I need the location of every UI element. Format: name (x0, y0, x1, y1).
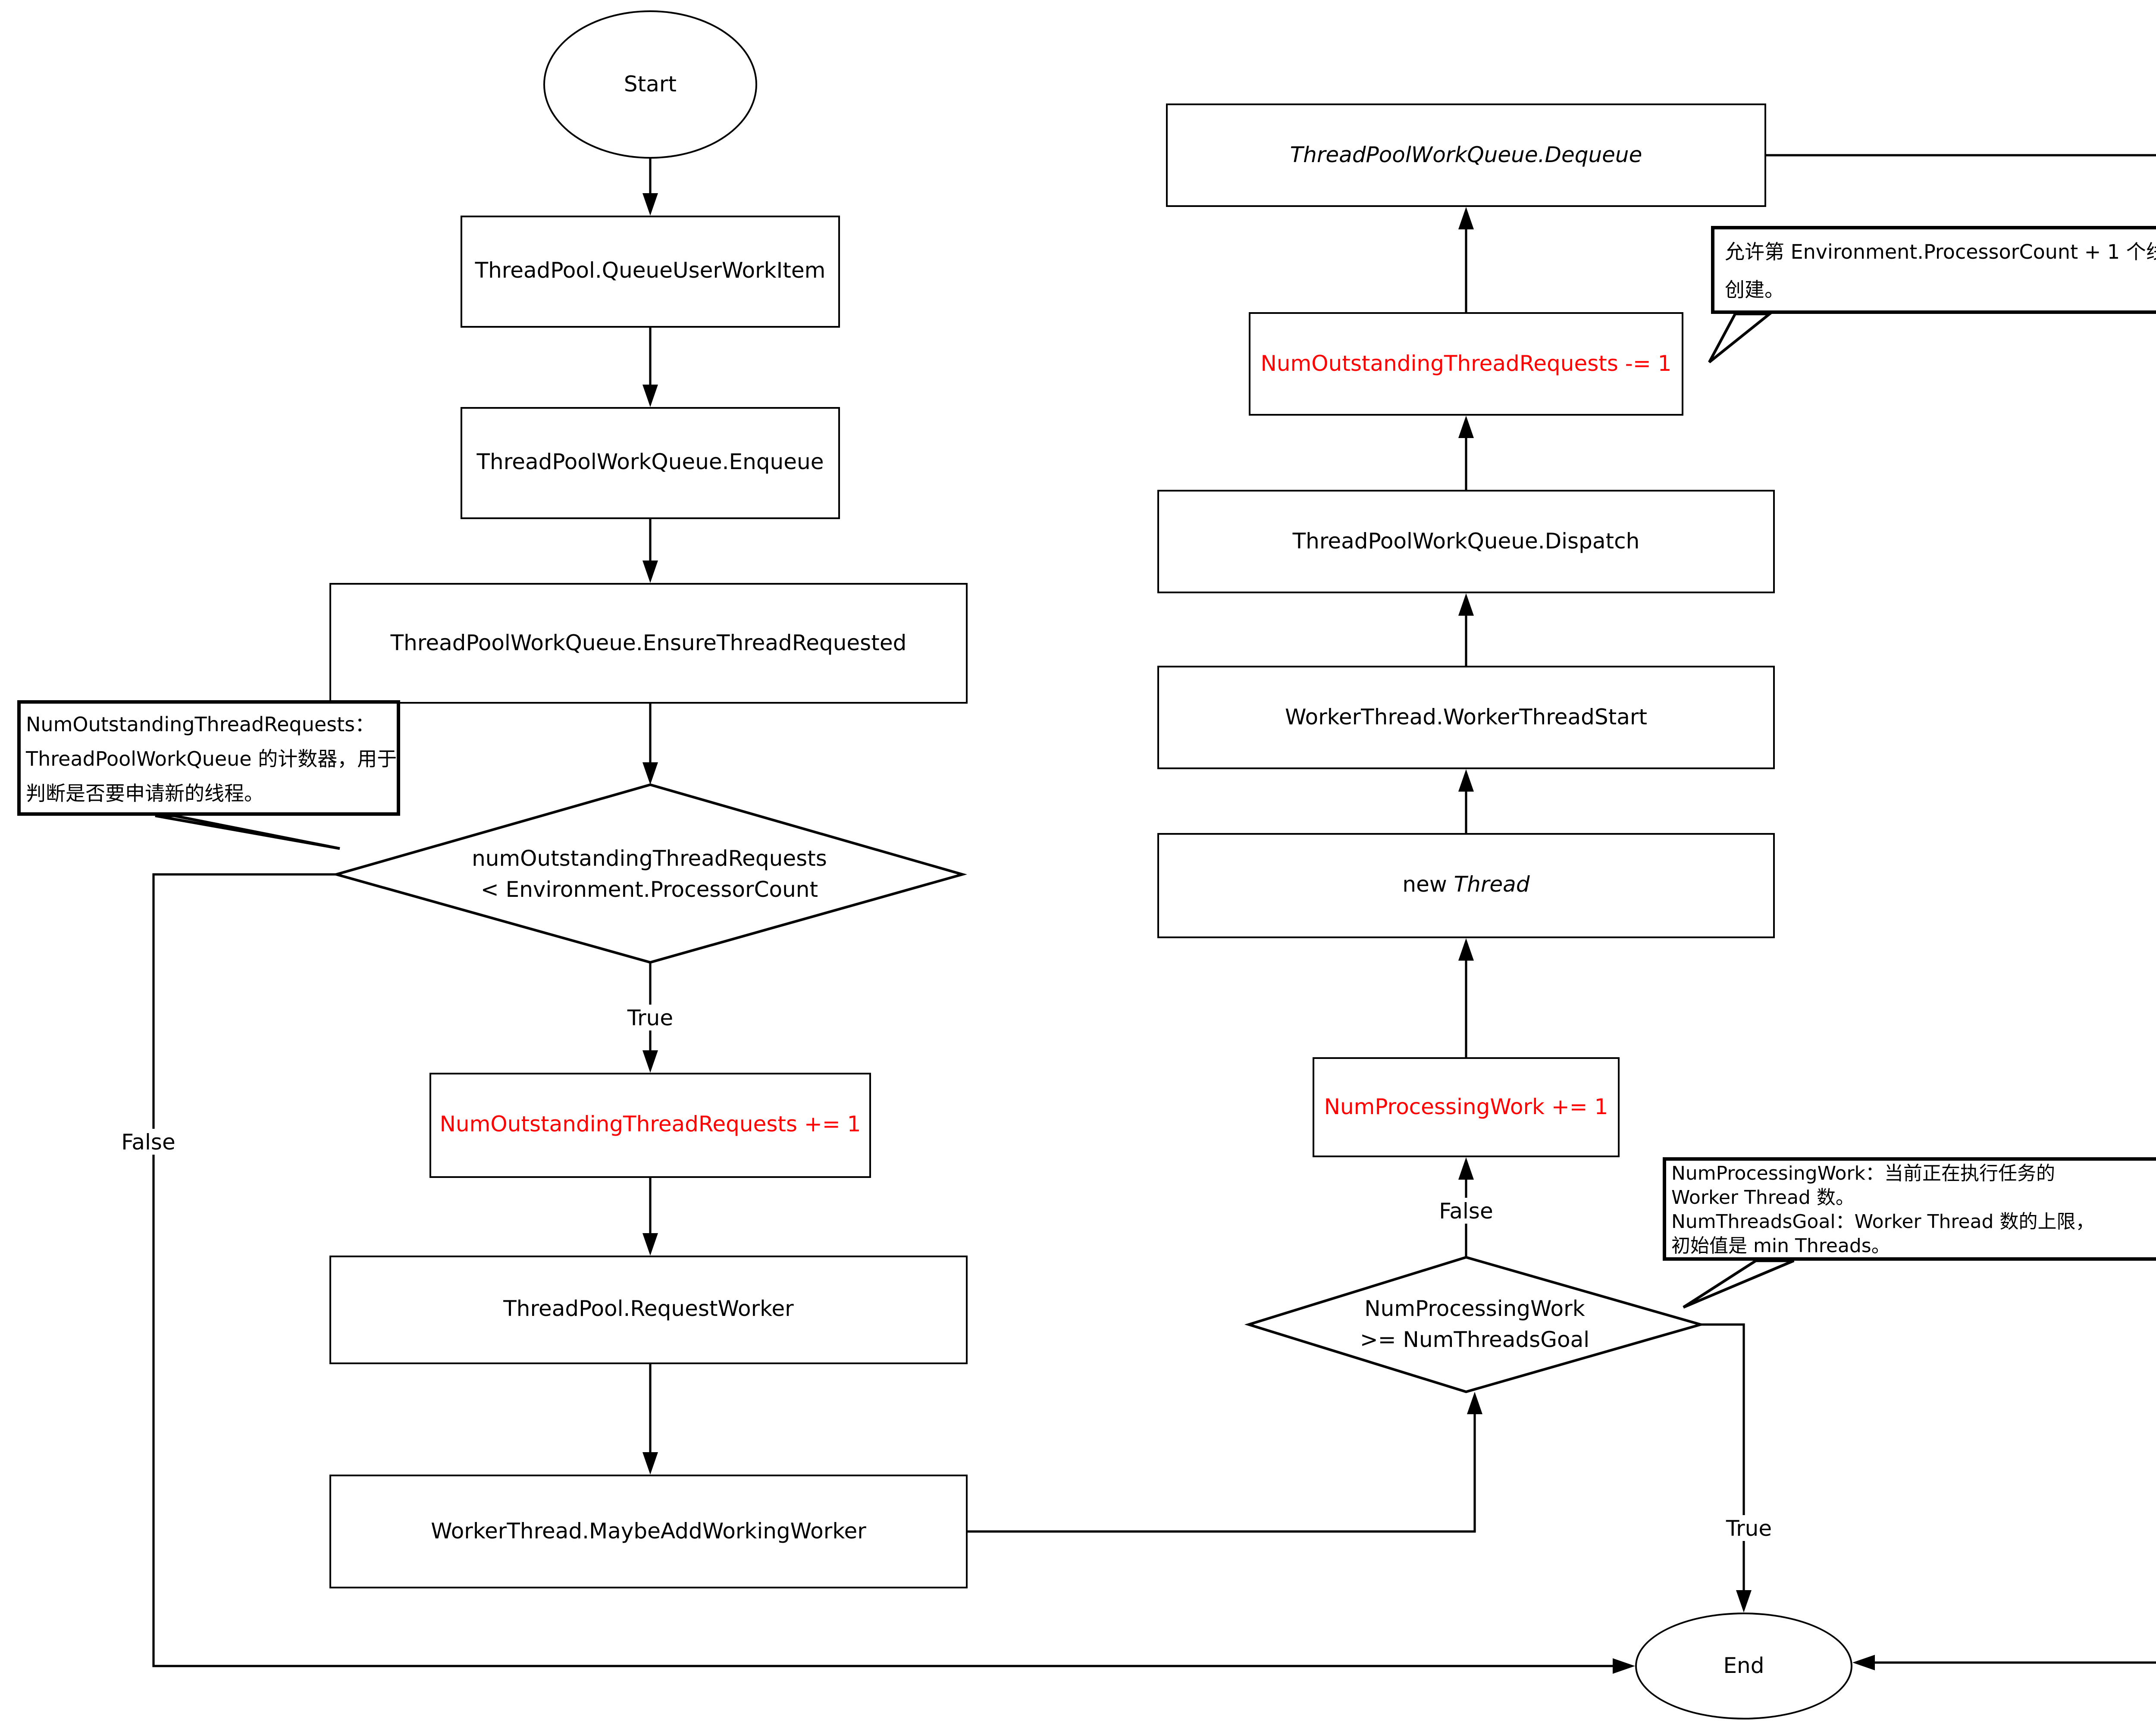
callout-tail-processor-count (1708, 312, 1774, 363)
edge-label-false-right: False (1435, 1198, 1497, 1224)
edge-decision-processing-true-to-end (1701, 1323, 1752, 1613)
node-worker-thread-start-label: WorkerThread.WorkerThreadStart (1285, 703, 1647, 730)
node-enqueue-label: ThreadPoolWorkQueue.Enqueue (476, 449, 824, 475)
node-ensure-thread-requested: ThreadPoolWorkQueue.EnsureThreadRequeste… (329, 583, 968, 704)
node-ensure-thread-requested-label: ThreadPoolWorkQueue.EnsureThreadRequeste… (390, 629, 907, 655)
node-decrement-outstanding: NumOutstandingThreadRequests -= 1 (1249, 312, 1683, 416)
decision-outstanding-line1: numOutstandingThreadRequests (472, 844, 827, 870)
node-increment-processing-label: NumProcessingWork += 1 (1324, 1093, 1608, 1119)
callout-processing-line3: NumThreadsGoal：Worker Thread 数的上限， (1671, 1211, 2095, 1233)
node-increment-outstanding-label: NumOutstandingThreadRequests += 1 (439, 1111, 861, 1137)
decision-outstanding-diamond (331, 783, 967, 964)
edge-maybeadd-to-decision-processing (968, 1392, 1482, 1533)
callout-outstanding-note: NumOutstandingThreadRequests： ThreadPool… (17, 700, 400, 816)
callout-outstanding-line2: ThreadPoolWorkQueue 的计数器，用于 (26, 747, 397, 771)
node-increment-outstanding: NumOutstandingThreadRequests += 1 (429, 1073, 871, 1178)
edge-requestworker-to-maybeadd (642, 1364, 658, 1475)
edge-incprocessing-to-newthread (1458, 938, 1474, 1057)
callout-processor-count-note: 允许第 Environment.ProcessorCount + 1 个线程的 … (1711, 226, 2156, 314)
edge-label-true-right: True (1722, 1515, 1776, 1541)
decision-outstanding-line2: < Environment.ProcessorCount (480, 875, 818, 901)
node-dequeue-label: ThreadPoolWorkQueue.Dequeue (1290, 141, 1642, 167)
edge-label-false-left: False (118, 1129, 179, 1155)
callout-outstanding-line3: 判断是否要申请新的线程。 (26, 781, 264, 805)
decision-processing-text: NumProcessingWork >= NumThreadsGoal (1249, 1257, 1701, 1392)
edge-ensure-to-decision (642, 704, 658, 785)
decision-processing-diamond (1244, 1256, 1705, 1394)
callout-processor-count-line2: 创建。 (1725, 278, 1784, 302)
edge-decision-false-to-end (152, 873, 1635, 1674)
node-start-label: Start (624, 70, 677, 97)
decision-processing-line1: NumProcessingWork (1364, 1295, 1585, 1321)
edge-newthread-to-workerthreadstart (1458, 769, 1474, 833)
edge-increment-to-requestworker (642, 1178, 658, 1256)
node-new-thread-label-keyword: new (1402, 871, 1454, 898)
callout-processing-line4: 初始值是 min Threads。 (1671, 1235, 1890, 1257)
node-dispatch-label: ThreadPoolWorkQueue.Dispatch (1292, 527, 1640, 554)
callout-processing-line2: Worker Thread 数。 (1671, 1187, 1855, 1209)
edge-queueuserworkitem-to-enqueue (642, 328, 658, 407)
edge-enqueue-to-ensure (642, 519, 658, 583)
edge-workerthreadstart-to-dispatch (1458, 593, 1474, 666)
node-new-thread-label-class: Thread (1454, 871, 1530, 898)
decision-processing-line2: >= NumThreadsGoal (1360, 1326, 1590, 1352)
callout-tail-outstanding (155, 814, 340, 850)
edge-dispatch-to-decrement (1458, 416, 1474, 490)
decision-outstanding-text: numOutstandingThreadRequests < Environme… (336, 785, 962, 962)
node-queue-user-work-item: ThreadPool.QueueUserWorkItem (461, 216, 840, 328)
node-request-worker: ThreadPool.RequestWorker (329, 1256, 968, 1364)
edge-decrement-to-dequeue (1458, 207, 1474, 312)
node-dequeue: ThreadPoolWorkQueue.Dequeue (1166, 103, 1766, 207)
callout-outstanding-line1: NumOutstandingThreadRequests： (26, 712, 375, 736)
node-increment-processing: NumProcessingWork += 1 (1313, 1057, 1620, 1157)
node-worker-thread-start: WorkerThread.WorkerThreadStart (1157, 666, 1775, 769)
node-maybe-add-working-worker: WorkerThread.MaybeAddWorkingWorker (329, 1475, 968, 1588)
node-new-thread: new Thread (1157, 833, 1775, 938)
callout-processing-note: NumProcessingWork：当前正在执行任务的 Worker Threa… (1663, 1157, 2156, 1261)
edge-start-to-queueuserworkitem (642, 159, 658, 216)
node-queue-user-work-item-label: ThreadPool.QueueUserWorkItem (475, 257, 826, 284)
node-dispatch: ThreadPoolWorkQueue.Dispatch (1157, 490, 1775, 593)
edge-label-true-left: True (624, 1005, 677, 1030)
node-request-worker-label: ThreadPool.RequestWorker (503, 1296, 794, 1322)
node-end-label: End (1723, 1652, 1764, 1678)
node-decrement-outstanding-label: NumOutstandingThreadRequests -= 1 (1260, 350, 1672, 376)
node-end: End (1635, 1613, 1852, 1719)
edge-dequeue-to-end (1766, 154, 2156, 1670)
callout-processor-count-line1: 允许第 Environment.ProcessorCount + 1 个线程的 (1725, 240, 2156, 264)
callout-processing-line1: NumProcessingWork：当前正在执行任务的 (1671, 1162, 2056, 1185)
callout-tail-processing (1683, 1259, 1795, 1309)
node-start: Start (543, 10, 757, 159)
node-enqueue: ThreadPoolWorkQueue.Enqueue (461, 407, 840, 519)
node-maybe-add-working-worker-label: WorkerThread.MaybeAddWorkingWorker (431, 1517, 866, 1544)
